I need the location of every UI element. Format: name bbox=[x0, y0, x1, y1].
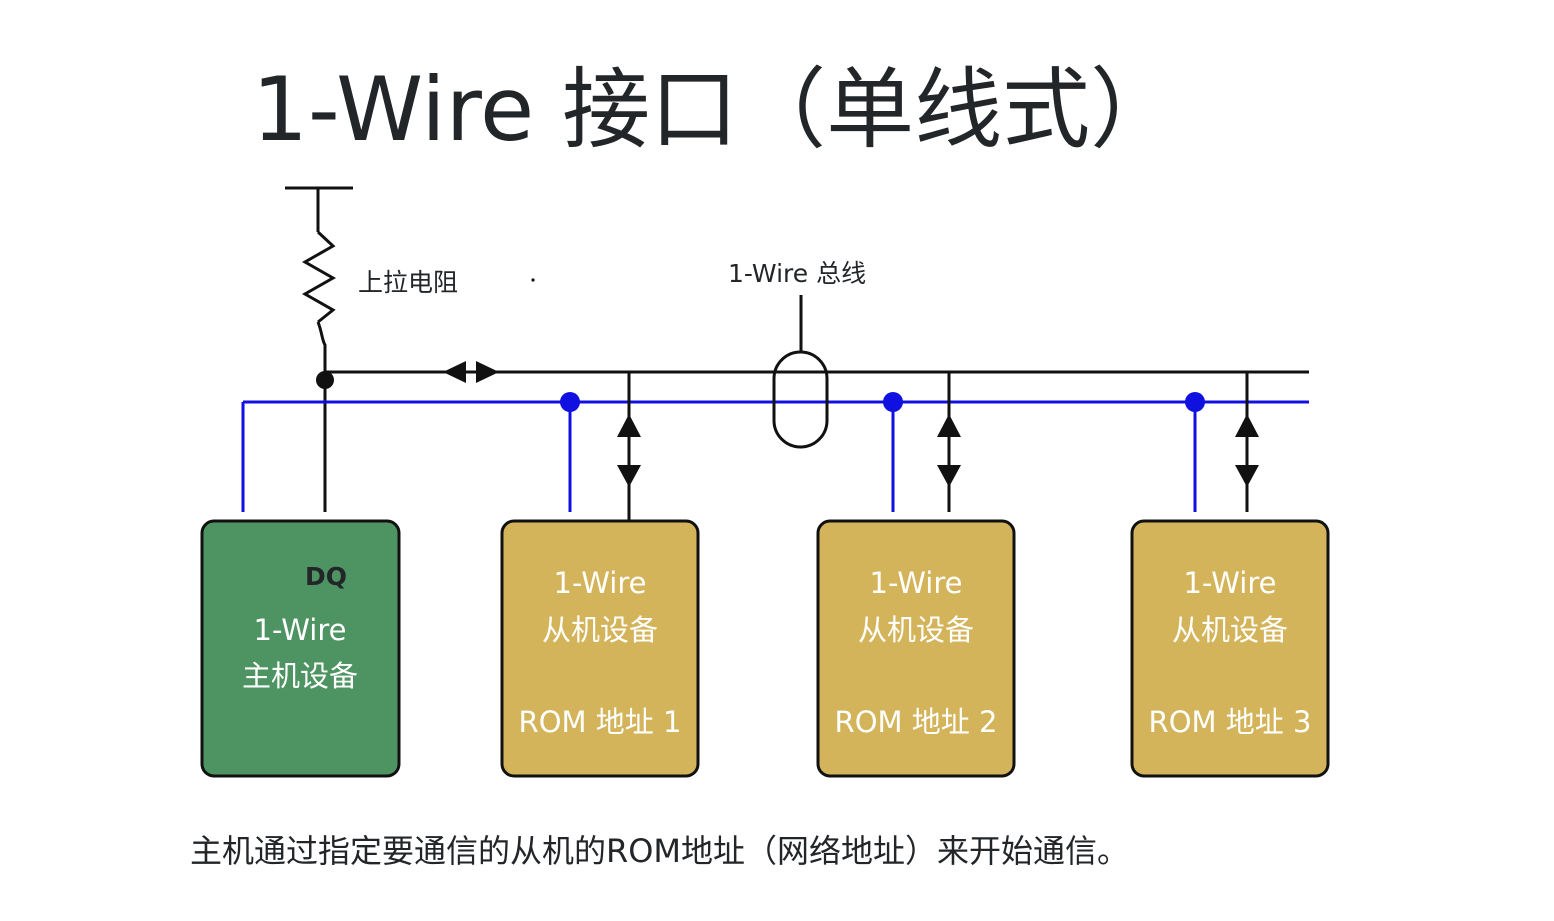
slave-device-2: 1-Wire 从机设备 ROM 地址 2 bbox=[816, 519, 1016, 778]
slave-device-1: 1-Wire 从机设备 ROM 地址 1 bbox=[500, 519, 700, 778]
master-device-line2: 主机设备 bbox=[242, 659, 358, 693]
master-device-box bbox=[200, 519, 401, 778]
slave-device-line1: 1-Wire bbox=[870, 566, 963, 600]
slave-rom-address: ROM 地址 1 bbox=[519, 705, 682, 739]
pullup-label: 上拉电阻 bbox=[358, 268, 458, 297]
bus-label: 1-Wire 总线 bbox=[728, 259, 866, 288]
pullup-resistor bbox=[285, 186, 353, 380]
slave-device-line2: 从机设备 bbox=[542, 613, 658, 647]
slave-rom-address: ROM 地址 2 bbox=[835, 705, 998, 739]
ground-junction-dots bbox=[560, 392, 1205, 412]
slave-device-line1: 1-Wire bbox=[554, 566, 647, 600]
slave-device-line1: 1-Wire bbox=[1184, 566, 1277, 600]
slave-connections bbox=[617, 372, 1259, 520]
slave-rom-address: ROM 地址 3 bbox=[1149, 705, 1312, 739]
page-title: 1-Wire 接口（单线式） bbox=[252, 58, 1178, 161]
slave-device-box bbox=[816, 519, 1016, 778]
stray-dot bbox=[531, 278, 535, 282]
slave-device-box bbox=[1130, 519, 1330, 778]
slave-device-box bbox=[500, 519, 700, 778]
bidirectional-arrow-icon bbox=[443, 361, 499, 383]
caption: 主机通过指定要通信的从机的ROM地址（网络地址）来开始通信。 bbox=[190, 832, 1129, 870]
master-device-line1: 1-Wire bbox=[254, 613, 347, 647]
dq-label: DQ bbox=[305, 562, 347, 591]
ground-line bbox=[241, 400, 1309, 512]
slave-device-line2: 从机设备 bbox=[1172, 613, 1288, 647]
bus-label-oval bbox=[772, 350, 829, 449]
master-device: DQ 1-Wire 主机设备 bbox=[200, 519, 401, 778]
slave-device-3: 1-Wire 从机设备 ROM 地址 3 bbox=[1130, 519, 1330, 778]
slave-device-line2: 从机设备 bbox=[858, 613, 974, 647]
bus-junction-dot bbox=[316, 371, 334, 389]
